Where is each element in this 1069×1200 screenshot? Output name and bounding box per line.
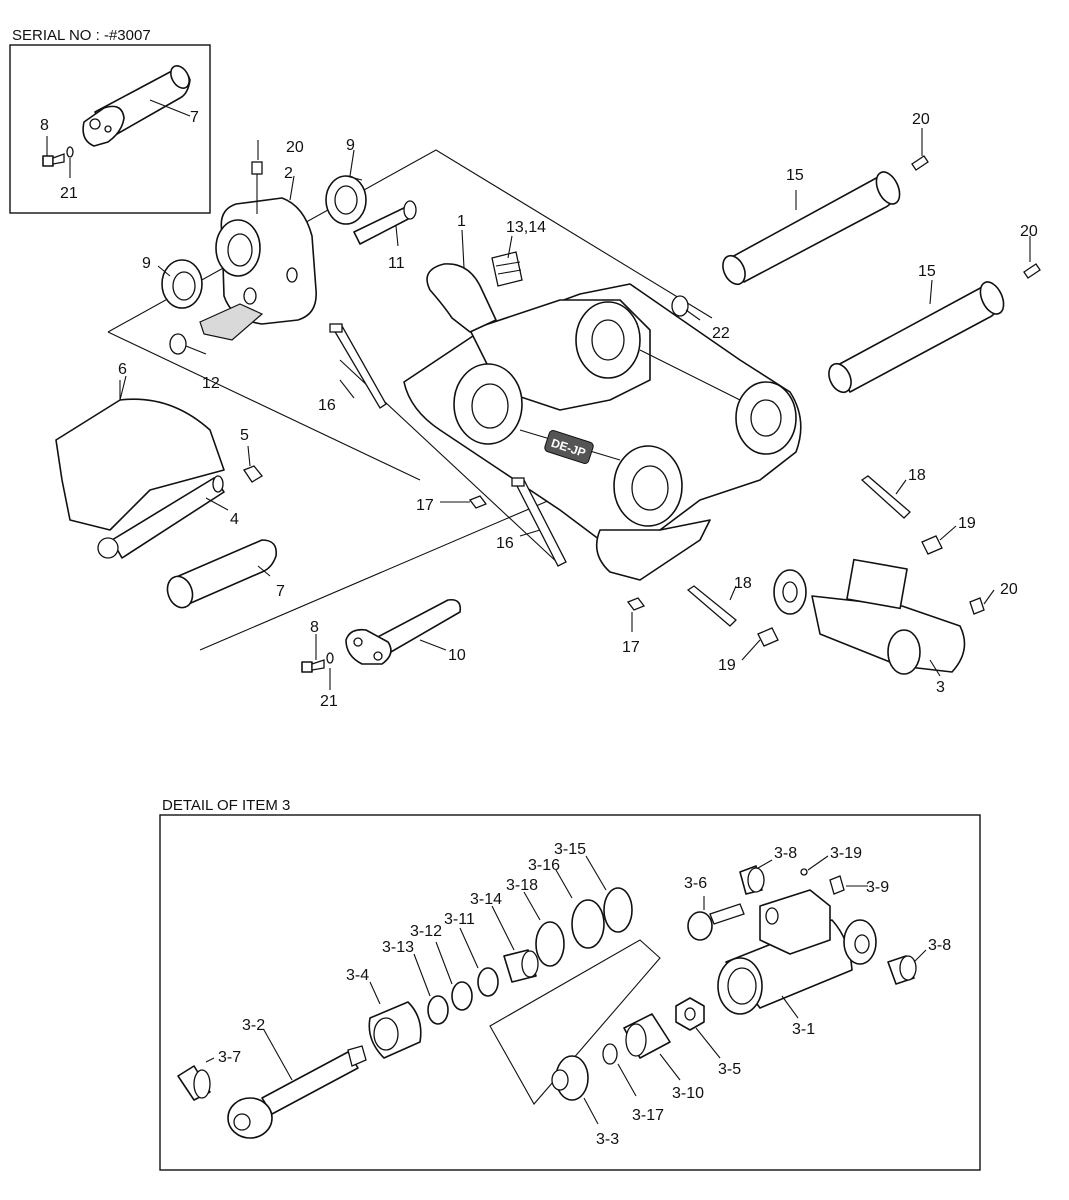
part-3-3-drawing <box>551 1055 589 1101</box>
main-frame-drawing: DE-JP <box>403 263 802 581</box>
main-assembly: DE-JP <box>55 111 1041 710</box>
label-2: 2 <box>284 165 293 182</box>
pins-18-drawing <box>686 475 911 627</box>
label-3-4: 3-4 <box>346 967 369 984</box>
label-21-main: 21 <box>320 693 338 710</box>
rings-3-15-3-18-drawing <box>535 887 633 967</box>
pin-4-drawing <box>97 465 263 559</box>
label-20-right-2: 20 <box>1020 223 1038 240</box>
label-19-upper: 19 <box>958 515 976 532</box>
spring-13-14-drawing <box>491 251 523 287</box>
bushing-9-left-drawing <box>161 259 203 309</box>
label-3-2: 3-2 <box>242 1017 265 1034</box>
label-3-3: 3-3 <box>596 1131 619 1148</box>
part-3-4-drawing <box>368 1001 422 1059</box>
ring-12-drawing <box>169 333 187 355</box>
pin-10-drawing <box>345 598 462 665</box>
label-15-lower: 15 <box>918 263 936 280</box>
label-3-1: 3-1 <box>792 1021 815 1038</box>
label-3-8-top: 3-8 <box>774 845 797 862</box>
label-15-upper: 15 <box>786 167 804 184</box>
detail-title: DETAIL OF ITEM 3 <box>162 797 290 814</box>
label-5: 5 <box>240 427 249 444</box>
label-9-top: 9 <box>346 137 355 154</box>
label-6: 6 <box>118 361 127 378</box>
label-3-7: 3-7 <box>218 1049 241 1066</box>
label-21-inset: 21 <box>60 185 78 202</box>
label-11: 11 <box>388 255 405 272</box>
serial-number-label: SERIAL NO : -#3007 <box>12 27 151 44</box>
part-3-2-drawing <box>227 1045 367 1139</box>
bolt-8-main-drawing <box>301 652 334 673</box>
pin-15-upper-drawing <box>722 155 929 286</box>
ring-22-drawing <box>671 295 689 317</box>
label-3-16: 3-16 <box>528 857 560 874</box>
label-3-14: 3-14 <box>470 891 502 908</box>
label-3-18: 3-18 <box>506 877 538 894</box>
seals-3-11-3-13-drawing <box>427 967 499 1025</box>
part-3-7-drawing <box>177 1065 211 1101</box>
pin-15-lower-drawing <box>828 263 1041 394</box>
label-3-11: 3-11 <box>444 911 475 928</box>
label-1: 1 <box>457 213 466 230</box>
label-17-lower: 17 <box>622 639 640 656</box>
inset-pin-7-drawing <box>82 65 191 147</box>
label-20-right-3: 20 <box>1000 581 1018 598</box>
part-3-5-drawing <box>675 997 705 1031</box>
inset-frame <box>9 44 211 214</box>
label-13-14: 13,14 <box>506 219 546 236</box>
label-20-right-1: 20 <box>912 111 930 128</box>
label-3-5: 3-5 <box>718 1061 741 1078</box>
label-9-left: 9 <box>142 255 151 272</box>
guard-6-drawing <box>55 380 225 531</box>
label-3-13: 3-13 <box>382 939 414 956</box>
serial-inset: SERIAL NO : -#3007 8 21 7 <box>9 27 211 214</box>
label-3-8-right: 3-8 <box>928 937 951 954</box>
label-7-inset: 7 <box>190 109 199 126</box>
label-16-bottom: 16 <box>496 535 514 552</box>
label-12: 12 <box>202 375 220 392</box>
label-3-15: 3-15 <box>554 841 586 858</box>
bolt-16-bottom-drawing <box>511 477 567 567</box>
label-7-main: 7 <box>276 583 285 600</box>
bushing-9-top-drawing <box>325 175 367 225</box>
label-3-9: 3-9 <box>866 879 889 896</box>
bracket-2-drawing <box>199 161 317 341</box>
pin-7-main-drawing <box>166 539 278 609</box>
bolt-16-top-drawing <box>329 323 387 409</box>
part-3-14-drawing <box>503 949 539 983</box>
label-19-lower: 19 <box>718 657 736 674</box>
label-16-top: 16 <box>318 397 336 414</box>
label-17-upper: 17 <box>416 497 434 514</box>
label-8-main: 8 <box>310 619 319 636</box>
label-20-top: 20 <box>286 139 304 156</box>
part-3-1-drawing <box>717 889 877 1015</box>
label-4: 4 <box>230 511 239 528</box>
label-3-6: 3-6 <box>684 875 707 892</box>
part-3-9-3-19-drawing <box>800 868 845 895</box>
label-22: 22 <box>712 325 730 342</box>
label-18-upper: 18 <box>908 467 926 484</box>
label-3-19: 3-19 <box>830 845 862 862</box>
detail-item-3: DETAIL OF ITEM 3 <box>159 797 981 1171</box>
inset-bolt-8-drawing <box>42 146 74 167</box>
cylinder-3-drawing <box>773 558 985 675</box>
label-10: 10 <box>448 647 466 664</box>
detail-frame <box>159 814 981 1171</box>
label-3: 3 <box>936 679 945 696</box>
part-3-6-drawing <box>687 903 745 941</box>
part-3-8-drawing <box>739 865 917 985</box>
label-8-inset: 8 <box>40 117 49 134</box>
nut-17-drawing <box>468 495 646 611</box>
pin-11-drawing <box>353 200 417 245</box>
label-3-17: 3-17 <box>632 1107 664 1124</box>
part-3-10-drawing <box>623 1013 671 1059</box>
label-3-10: 3-10 <box>672 1085 704 1102</box>
label-3-12: 3-12 <box>410 923 442 940</box>
part-3-17-drawing <box>602 1043 618 1065</box>
fittings-19-drawing <box>757 535 943 647</box>
label-18-lower: 18 <box>734 575 752 592</box>
